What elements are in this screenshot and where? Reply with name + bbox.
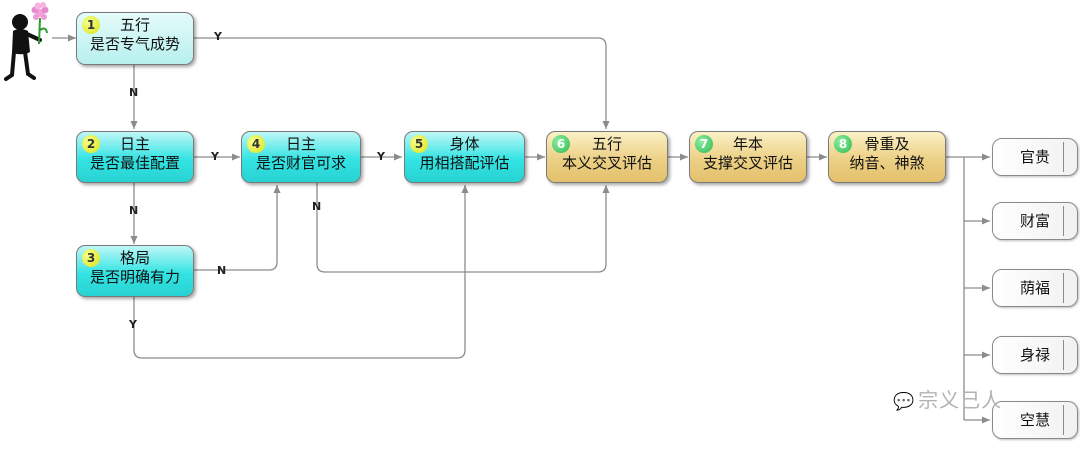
step-badge-5: 5	[410, 135, 428, 153]
edge-8-bus	[946, 156, 965, 420]
edge-label-3-no: N	[217, 264, 227, 277]
edge-label-4-yes: Y	[377, 150, 385, 163]
edge-label-2-no: N	[129, 204, 139, 217]
node-3-subtitle: 是否明确有力	[89, 268, 180, 286]
edge-label-3-yes: Y	[129, 318, 137, 331]
watermark-text: 宗义己人	[918, 388, 1003, 412]
node-2-subtitle: 是否最佳配置	[89, 154, 180, 172]
step-badge-4: 4	[247, 135, 265, 153]
node-7-title: 年本	[732, 135, 763, 153]
outcome-5[interactable]: 空慧	[992, 401, 1078, 439]
edge-3-yes	[133, 185, 469, 359]
step-badge-7: 7	[695, 135, 713, 153]
person-with-flower-icon	[4, 2, 49, 81]
edge-label-1-no: N	[129, 86, 139, 99]
edge-3-no	[194, 185, 281, 271]
edge-label-1-yes: Y	[214, 30, 222, 43]
node-6-subtitle: 本义交叉评估	[561, 154, 652, 172]
node-4-title: 日主	[285, 135, 316, 153]
node-3[interactable]: 3 格局 是否明确有力	[76, 245, 194, 297]
edge-4-no	[316, 183, 610, 273]
node-6-title: 五行	[591, 135, 622, 153]
node-8-title: 骨重及	[864, 135, 910, 153]
step-badge-6: 6	[552, 135, 570, 153]
node-7-subtitle: 支撑交叉评估	[702, 154, 793, 172]
node-3-title: 格局	[119, 249, 150, 267]
edge-1-yes	[194, 37, 610, 129]
node-1-title: 五行	[119, 16, 150, 34]
node-7[interactable]: 7 年本 支撑交叉评估	[689, 131, 807, 183]
node-8[interactable]: 8 骨重及 纳音、神煞	[828, 131, 946, 183]
node-2[interactable]: 2 日主 是否最佳配置	[76, 131, 194, 183]
node-2-title: 日主	[119, 135, 150, 153]
node-5-subtitle: 用相搭配评估	[419, 154, 510, 172]
outcome-1[interactable]: 官贵	[992, 138, 1078, 176]
outcome-3[interactable]: 荫福	[992, 269, 1078, 307]
watermark: 💬宗义己人	[893, 384, 1002, 413]
outcome-4[interactable]: 身禄	[992, 336, 1078, 374]
node-5[interactable]: 5 身体 用相搭配评估	[404, 131, 525, 183]
node-6[interactable]: 6 五行 本义交叉评估	[546, 131, 668, 183]
outcome-2[interactable]: 财富	[992, 202, 1078, 240]
step-badge-1: 1	[82, 16, 100, 34]
step-badge-8: 8	[834, 135, 852, 153]
node-4-subtitle: 是否财官可求	[255, 154, 346, 172]
step-badge-3: 3	[82, 249, 100, 267]
chat-bubbles-icon: 💬	[893, 392, 916, 412]
edge-label-2-yes: Y	[211, 150, 219, 163]
node-8-subtitle: 纳音、神煞	[849, 154, 925, 172]
node-5-title: 身体	[449, 135, 480, 153]
node-1-subtitle: 是否专气成势	[89, 35, 180, 53]
edge-label-4-no: N	[312, 200, 322, 213]
node-1[interactable]: 1 五行 是否专气成势	[76, 12, 194, 65]
node-4[interactable]: 4 日主 是否财官可求	[241, 131, 361, 183]
step-badge-2: 2	[82, 135, 100, 153]
